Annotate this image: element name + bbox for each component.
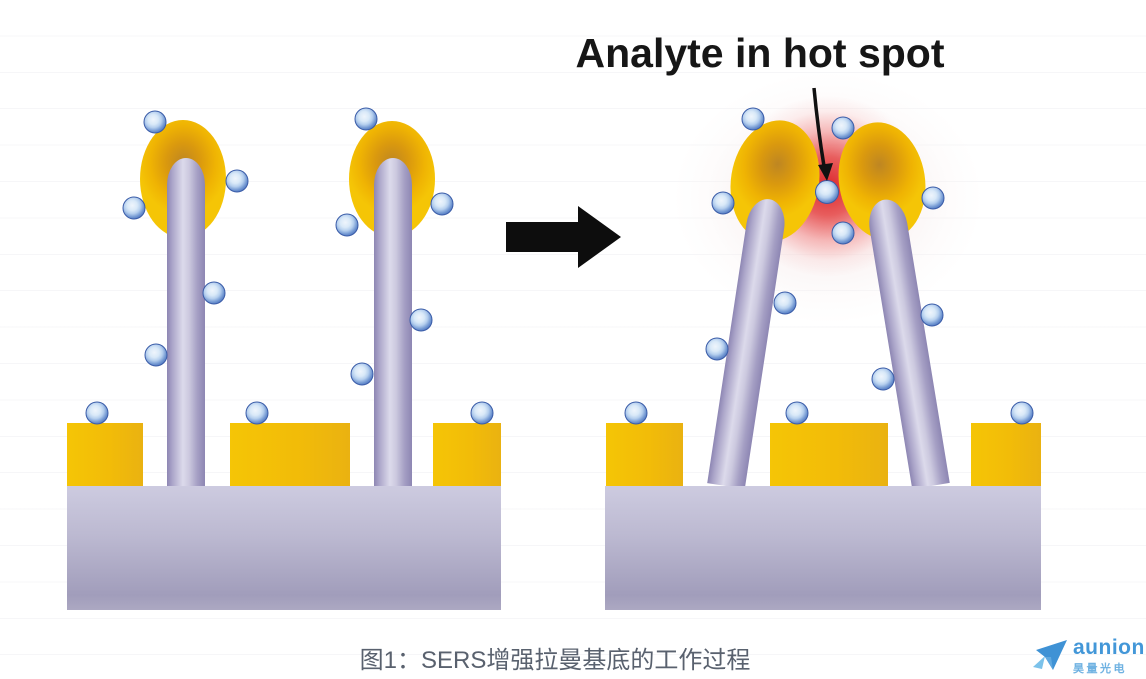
- analyte-molecule: [354, 107, 378, 131]
- nanopillar: [707, 196, 789, 489]
- analyte-molecule: [144, 343, 168, 367]
- gold-block: [230, 423, 350, 486]
- gold-block: [433, 423, 501, 486]
- substrate-base: [605, 486, 1041, 610]
- nanopillar: [167, 158, 205, 486]
- analyte-molecule: [741, 107, 765, 131]
- figure-caption: 图1：SERS增强拉曼基底的工作过程: [359, 647, 751, 674]
- gold-block: [606, 423, 683, 486]
- hotspot-halo: [673, 72, 983, 324]
- analyte-molecule: [350, 362, 374, 386]
- analyte-molecule: [335, 213, 359, 237]
- analyte-molecule: [921, 186, 945, 210]
- analyte-molecule: [225, 169, 249, 193]
- analyte-molecule: [1010, 401, 1034, 425]
- gold-cap: [830, 115, 934, 247]
- gold-cap: [721, 113, 829, 249]
- analyte-molecule: [711, 191, 735, 215]
- annotation-arrow-icon: [812, 87, 833, 181]
- analyte-molecule: [773, 291, 797, 315]
- analyte-molecule: [624, 401, 648, 425]
- analyte-molecule: [815, 180, 839, 204]
- analyte-molecule: [202, 281, 226, 305]
- analyte-molecule: [143, 110, 167, 134]
- analyte-molecule: [470, 401, 494, 425]
- nanopillar: [374, 158, 412, 486]
- analyte-molecule: [831, 221, 855, 245]
- brand-logo: aunion 昊量光电: [1030, 636, 1145, 679]
- analyte-molecule: [430, 192, 454, 216]
- analyte-molecule: [831, 116, 855, 140]
- transition-arrow-icon: [506, 206, 621, 268]
- hotspot-glow: [733, 95, 923, 277]
- brand-subtext: 昊量光电: [1073, 663, 1127, 676]
- analyte-molecule: [245, 401, 269, 425]
- gold-block: [770, 423, 888, 486]
- brand-name: aunion: [1073, 636, 1145, 659]
- analyte-molecule: [122, 196, 146, 220]
- gold-block: [971, 423, 1041, 486]
- analyte-molecule: [920, 303, 944, 327]
- gold-cap: [349, 121, 435, 237]
- nanopillar: [865, 196, 950, 490]
- analyte-molecule: [705, 337, 729, 361]
- gold-block: [67, 423, 143, 486]
- analyte-molecule: [785, 401, 809, 425]
- analyte-molecule: [85, 401, 109, 425]
- analyte-molecule: [871, 367, 895, 391]
- substrate-base: [67, 486, 501, 610]
- figure-title: Analyte in hot spot: [575, 30, 945, 76]
- gold-cap: [140, 120, 226, 238]
- analyte-molecule: [409, 308, 433, 332]
- aunion-logo-icon: [1030, 637, 1070, 679]
